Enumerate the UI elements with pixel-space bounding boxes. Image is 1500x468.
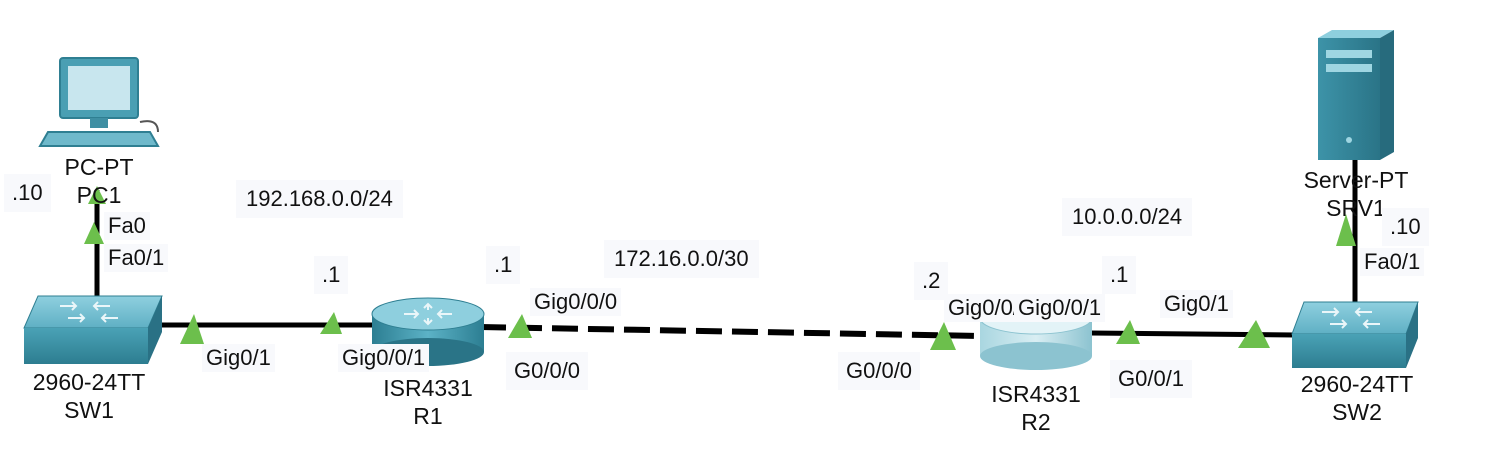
- network-label-lan2: 10.0.0.0/24: [1062, 198, 1193, 236]
- pc1-label: PC-PT PC1: [62, 153, 136, 209]
- interface-label-sw2-gig0-1: Gig0/1: [1160, 290, 1233, 318]
- sw1-label: 2960-24TT SW1: [24, 368, 154, 424]
- srv1-name: SRV1: [1326, 195, 1386, 221]
- link-up-marker: [508, 314, 532, 338]
- interface-label-sw2-fa0-1: Fa0/1: [1360, 248, 1425, 276]
- interface-label-r2-g0-0-0: G0/0/0: [838, 352, 921, 390]
- srv1-model: Server-PT: [1303, 167, 1409, 193]
- address-label-r1-wan: .1: [486, 246, 521, 284]
- sw2-label: 2960-24TT SW2: [1288, 370, 1426, 426]
- interface-label-r2-gig0-0-1: Gig0/0/1: [1014, 294, 1106, 322]
- link-up-marker: [1238, 320, 1270, 348]
- interface-label-r2-gig0-0-0: Gig0/0/0: [944, 294, 1022, 322]
- link-up-marker: [320, 312, 342, 334]
- link-up-marker: [930, 322, 956, 350]
- link-r1-r2-serial: [479, 324, 981, 339]
- address-label-r1-lan: .1: [314, 256, 349, 294]
- link-up-marker: [88, 186, 106, 204]
- address-label-srv1: .10: [1382, 208, 1429, 246]
- address-label-pc1: .10: [4, 174, 51, 212]
- srv1-label: Server-PT SRV1: [1294, 166, 1418, 222]
- address-label-r2-lan: .1: [1102, 256, 1137, 294]
- network-label-wan: 172.16.0.0/30: [604, 240, 759, 278]
- pc-icon[interactable]: [38, 57, 160, 147]
- interface-label-r1-gig0-0-0: Gig0/0/0: [530, 288, 622, 316]
- sw1-name: SW1: [64, 397, 114, 423]
- interface-label-sw1-fa0-1: Fa0/1: [104, 244, 169, 272]
- r1-model: ISR4331: [383, 375, 473, 401]
- r2-name: R2: [1021, 409, 1051, 435]
- r1-name: R1: [413, 403, 443, 429]
- switch-sw1-icon[interactable]: [23, 295, 163, 364]
- switch-sw2-icon[interactable]: [1291, 301, 1419, 368]
- link-up-marker: [1116, 320, 1140, 344]
- interface-label-pc1-fa0: Fa0: [104, 212, 150, 240]
- link-r2-sw2: [1089, 330, 1296, 338]
- network-label-lan1: 192.168.0.0/24: [236, 180, 403, 218]
- sw2-name: SW2: [1332, 399, 1382, 425]
- interface-label-sw1-gig0-1: Gig0/1: [202, 344, 275, 372]
- interface-label-r1-gig0-0-1: Gig0/0/1: [338, 344, 430, 372]
- address-label-r2-wan: .2: [914, 262, 949, 300]
- r2-model: ISR4331: [991, 381, 1081, 407]
- interface-label-r2-g0-0-1: G0/0/1: [1110, 360, 1193, 398]
- sw1-model: 2960-24TT: [32, 369, 146, 395]
- pc1-name: PC1: [76, 182, 122, 208]
- interface-label-r1-g0-0-0: G0/0/0: [506, 352, 589, 390]
- link-up-marker: [180, 314, 204, 344]
- link-up-marker: [1336, 214, 1356, 246]
- r1-label: ISR4331 R1: [372, 374, 484, 430]
- sw2-model: 2960-24TT: [1300, 371, 1414, 397]
- server-icon[interactable]: [1318, 30, 1394, 160]
- r2-label: ISR4331 R2: [980, 380, 1092, 436]
- pc1-model: PC-PT: [64, 154, 134, 180]
- link-up-marker: [84, 222, 104, 244]
